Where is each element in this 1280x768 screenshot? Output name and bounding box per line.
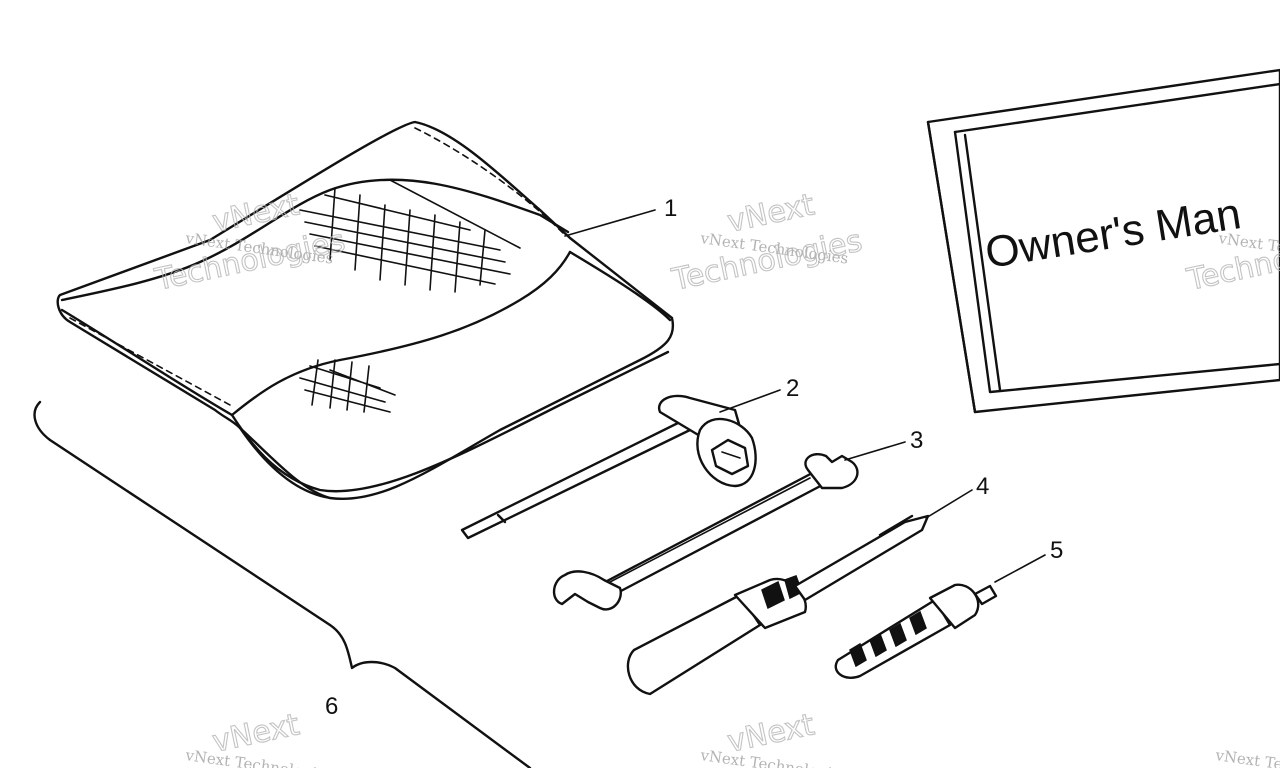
open-end-wrench [552,453,859,611]
watermark-big-top-center: vNext [724,187,817,240]
watermark-bottom-center: vNext vNext Technologies [698,707,849,768]
group-bracket [33,400,532,768]
callout-4: 4 [976,473,989,500]
socket-wrench [460,394,757,540]
callout-1: 1 [664,195,677,222]
watermark-big2-top-center: Technologies [668,224,865,299]
screwdriver-bit [834,583,998,679]
watermark-small-bottom-right: vNext Technologies [1213,746,1280,768]
leader-lines [564,209,1046,583]
tool-bag [56,120,675,501]
watermark-top-center: vNext vNext Technologies Technologies [668,187,866,299]
callout-3: 3 [910,427,923,454]
screwdriver [626,514,930,696]
owners-manual: Owner's Man [926,68,1280,414]
watermark-bottom-right: vNext Technologies [1213,746,1280,768]
watermark-bottom-left: vNext vNext Technologies [183,707,334,768]
callout-6: 6 [325,693,338,720]
callout-5: 5 [1050,537,1063,564]
callout-2: 2 [786,375,799,402]
